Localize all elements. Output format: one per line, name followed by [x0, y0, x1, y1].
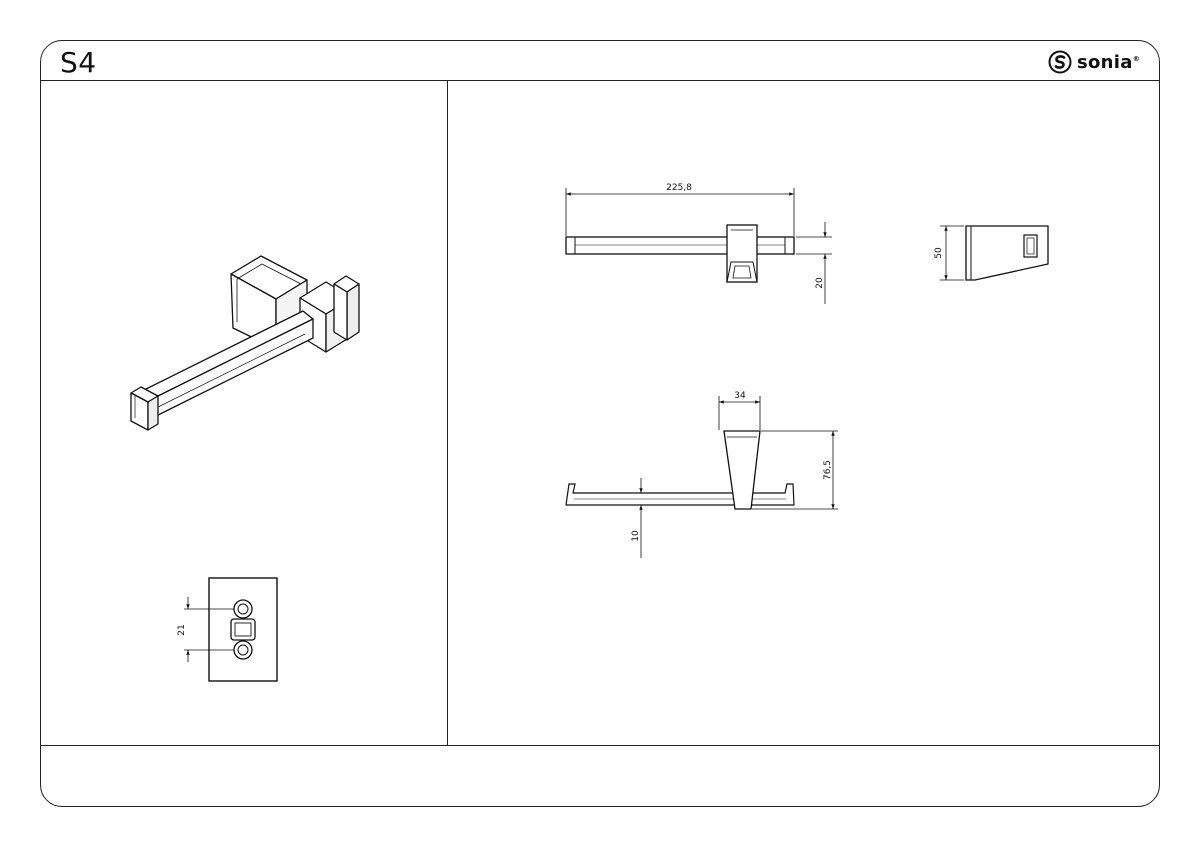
screw-hole-top: [233, 599, 253, 619]
top-view: [565, 396, 838, 558]
drawing-sheet-frame: [40, 40, 1160, 807]
top-bracket-outline: [723, 430, 761, 510]
brand-registered-mark: ®: [1132, 54, 1141, 63]
dim-hole-spacing: 21: [177, 624, 187, 635]
header-divider: [40, 80, 1160, 81]
rear-view: [184, 577, 278, 682]
side-bar-section: [1023, 234, 1038, 258]
bracket-outline: [726, 224, 758, 283]
dim-bar-thickness: 10: [631, 530, 641, 542]
brand-logo: sonia®: [1048, 48, 1140, 76]
screw-hole-bottom: [233, 640, 253, 660]
dim-top-width: 34: [734, 391, 746, 401]
dim-front-length: 225,8: [666, 183, 692, 193]
side-profile: [965, 225, 1049, 281]
dim-side-height: 50: [934, 247, 944, 259]
brand-name-text: sonia: [1077, 51, 1133, 73]
dim-top-depth: 76,5: [823, 460, 833, 480]
isometric-view: [130, 255, 360, 431]
mount-slot: [230, 618, 256, 641]
top-bar-outline: [565, 483, 795, 506]
bar-top-face: [137, 310, 314, 402]
dim-front-height: 20: [815, 277, 825, 289]
sonia-logo-icon: [1048, 50, 1072, 74]
brand-name: sonia®: [1077, 52, 1140, 73]
sheet-code: S4: [60, 46, 97, 79]
side-view: [940, 225, 1049, 281]
front-elevation: [565, 188, 832, 304]
bar-front-face: [147, 318, 314, 421]
bar-outline: [565, 236, 795, 255]
panel-divider: [447, 80, 448, 745]
footer-divider: [40, 745, 1160, 746]
rear-plate-outline: [208, 577, 278, 682]
